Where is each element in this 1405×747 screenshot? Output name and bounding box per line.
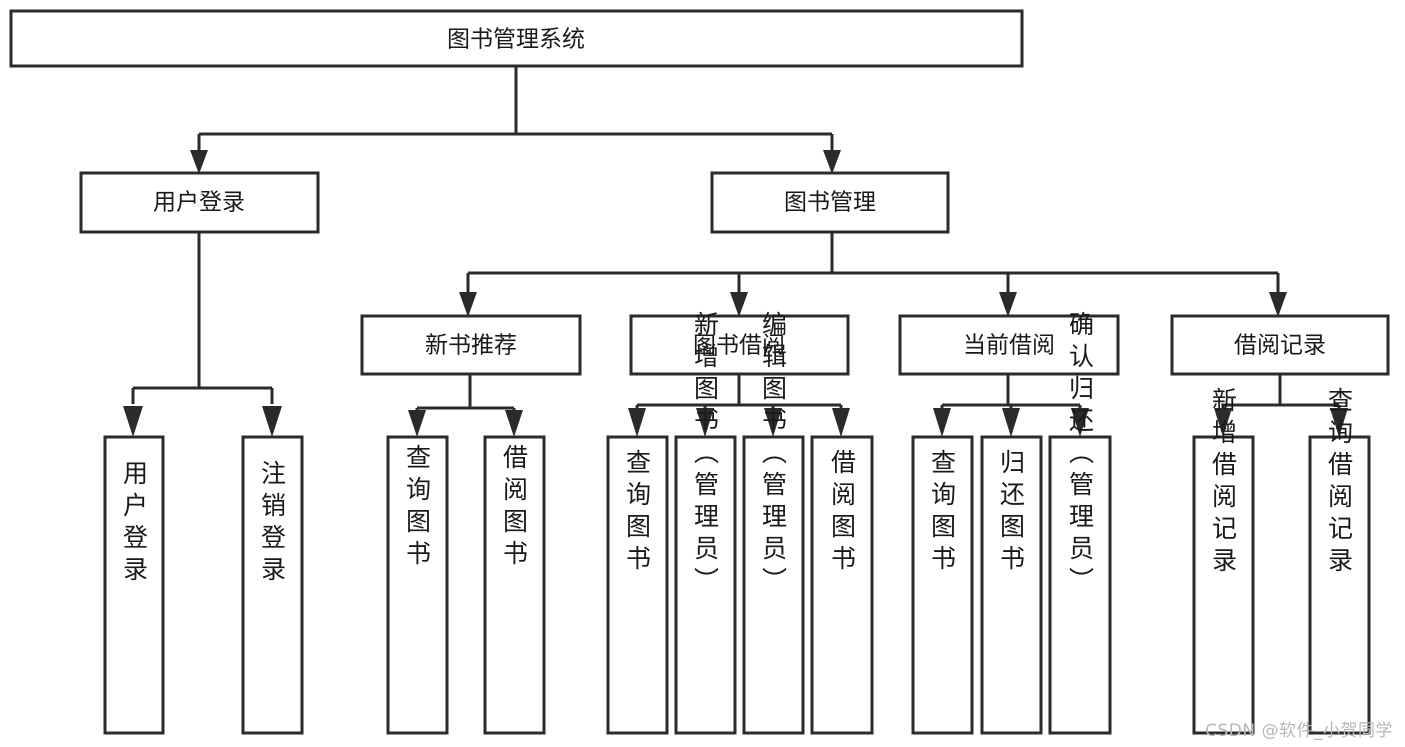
leaf-borrow-book-recommend-label: 借阅图书	[500, 444, 529, 572]
node-borrow-record[interactable]: 借阅记录	[1170, 314, 1390, 376]
user-login-box[interactable]	[79, 171, 320, 234]
leaf-return-book[interactable]: 归还图书	[980, 435, 1043, 735]
new-book-recommend-label: 新书推荐	[425, 333, 517, 359]
book-management-box[interactable]	[710, 171, 950, 234]
leaf-query-book-recommend-label: 查询图书	[403, 444, 432, 572]
leaf-user-login[interactable]: 用户登录	[103, 435, 165, 735]
arrow-to-leaf-query-book-1	[408, 410, 426, 437]
arrow-to-book-borrow	[730, 292, 748, 317]
arrow-to-current-borrow	[999, 292, 1017, 317]
leaf-confirm-return-label: 确认归还（管理员）	[1066, 311, 1095, 599]
arrow-to-leaf-query-book-3	[933, 408, 951, 437]
current-borrow-label: 当前借阅	[963, 333, 1055, 359]
arrow-to-borrow-record	[1269, 292, 1287, 317]
leaf-logout[interactable]: 注销登录	[241, 435, 304, 735]
leaf-query-borrow-record[interactable]: 查询借阅记录	[1308, 387, 1371, 735]
leaf-add-borrow-record[interactable]: 新增借阅记录	[1192, 387, 1255, 735]
leaf-borrow-book-box[interactable]	[810, 435, 874, 735]
node-new-book-recommend[interactable]: 新书推荐	[360, 314, 582, 376]
borrow-record-box[interactable]	[1170, 314, 1390, 376]
leaf-add-book[interactable]: 新增图书（管理员）	[674, 311, 737, 735]
leaf-query-book-borrow-label: 查询图书	[623, 449, 652, 577]
leaf-edit-book-label: 编辑图书（管理员）	[759, 311, 788, 599]
arrow-to-leaf-logout	[262, 406, 282, 437]
leaf-return-book-label: 归还图书	[997, 449, 1026, 577]
leaf-borrow-book-recommend[interactable]: 借阅图书	[483, 435, 546, 735]
leaf-query-book-current-label: 查询图书	[928, 449, 957, 577]
node-book-borrow[interactable]: 图书借阅	[629, 314, 850, 376]
node-root[interactable]: 图书管理系统	[9, 9, 1024, 68]
leaf-edit-book[interactable]: 编辑图书（管理员）	[742, 311, 805, 735]
arrow-to-leaf-query-book-2	[628, 408, 646, 437]
arrow-to-user-login	[190, 150, 208, 174]
leaf-confirm-return-box[interactable]	[1048, 435, 1112, 735]
node-user-login[interactable]: 用户登录	[79, 171, 320, 234]
current-borrow-box[interactable]	[898, 314, 1120, 376]
leaf-logout-box[interactable]	[241, 435, 304, 735]
book-borrow-box[interactable]	[629, 314, 850, 376]
leaf-edit-book-box[interactable]	[742, 435, 805, 735]
leaf-query-book-recommend[interactable]: 查询图书	[386, 435, 449, 735]
root-box[interactable]	[9, 9, 1024, 68]
leaf-borrow-book[interactable]: 借阅图书	[810, 435, 874, 735]
arrow-to-leaf-add-record	[1214, 408, 1232, 437]
arrow-to-leaf-user-login	[123, 406, 143, 437]
arrow-to-leaf-borrow-book-1	[505, 410, 523, 437]
leaf-user-login-label: 用户登录	[120, 460, 149, 588]
leaf-user-login-box[interactable]	[103, 435, 165, 735]
arrow-to-leaf-add-book	[696, 408, 714, 437]
book-borrow-label: 图书借阅	[693, 333, 785, 359]
node-book-management[interactable]: 图书管理	[710, 171, 950, 234]
leaf-borrow-book-label: 借阅图书	[828, 449, 857, 577]
arrow-to-leaf-return-book	[1002, 408, 1020, 437]
user-login-label: 用户登录	[153, 190, 245, 216]
arrow-to-leaf-confirm-return	[1071, 408, 1089, 437]
root-label: 图书管理系统	[447, 27, 585, 53]
leaf-query-book-recommend-box[interactable]	[386, 435, 449, 735]
leaf-logout-label: 注销登录	[258, 460, 287, 588]
csdn-watermark: CSDN @软件_小贺同学	[1205, 721, 1393, 741]
leaf-add-borrow-record-label: 新增借阅记录	[1209, 387, 1238, 579]
leaf-add-book-box[interactable]	[674, 435, 737, 735]
leaf-return-book-box[interactable]	[980, 435, 1043, 735]
arrow-to-leaf-borrow-book-2	[832, 408, 850, 437]
leaf-add-book-label: 新增图书（管理员）	[691, 311, 720, 599]
leaf-query-book-borrow[interactable]: 查询图书	[606, 435, 669, 735]
node-current-borrow[interactable]: 当前借阅	[898, 314, 1120, 376]
leaf-query-book-current[interactable]: 查询图书	[911, 435, 974, 735]
leaf-query-book-current-box[interactable]	[911, 435, 974, 735]
leaf-confirm-return[interactable]: 确认归还（管理员）	[1048, 311, 1112, 735]
book-management-label: 图书管理	[784, 190, 876, 216]
leaf-query-borrow-record-box[interactable]	[1308, 435, 1371, 735]
leaf-query-book-borrow-box[interactable]	[606, 435, 669, 735]
leaf-query-borrow-record-label: 查询借阅记录	[1325, 387, 1354, 579]
arrow-to-new-book-recommend	[459, 292, 477, 317]
borrow-record-label: 借阅记录	[1234, 333, 1326, 359]
connector-layer	[123, 66, 1348, 437]
arrow-to-leaf-query-record	[1330, 408, 1348, 437]
leaf-borrow-book-recommend-box[interactable]	[483, 435, 546, 735]
leaf-add-borrow-record-box[interactable]	[1192, 435, 1255, 735]
arrow-to-leaf-edit-book	[764, 408, 782, 437]
new-book-recommend-box[interactable]	[360, 314, 582, 376]
arrow-to-book-manage	[823, 150, 841, 174]
